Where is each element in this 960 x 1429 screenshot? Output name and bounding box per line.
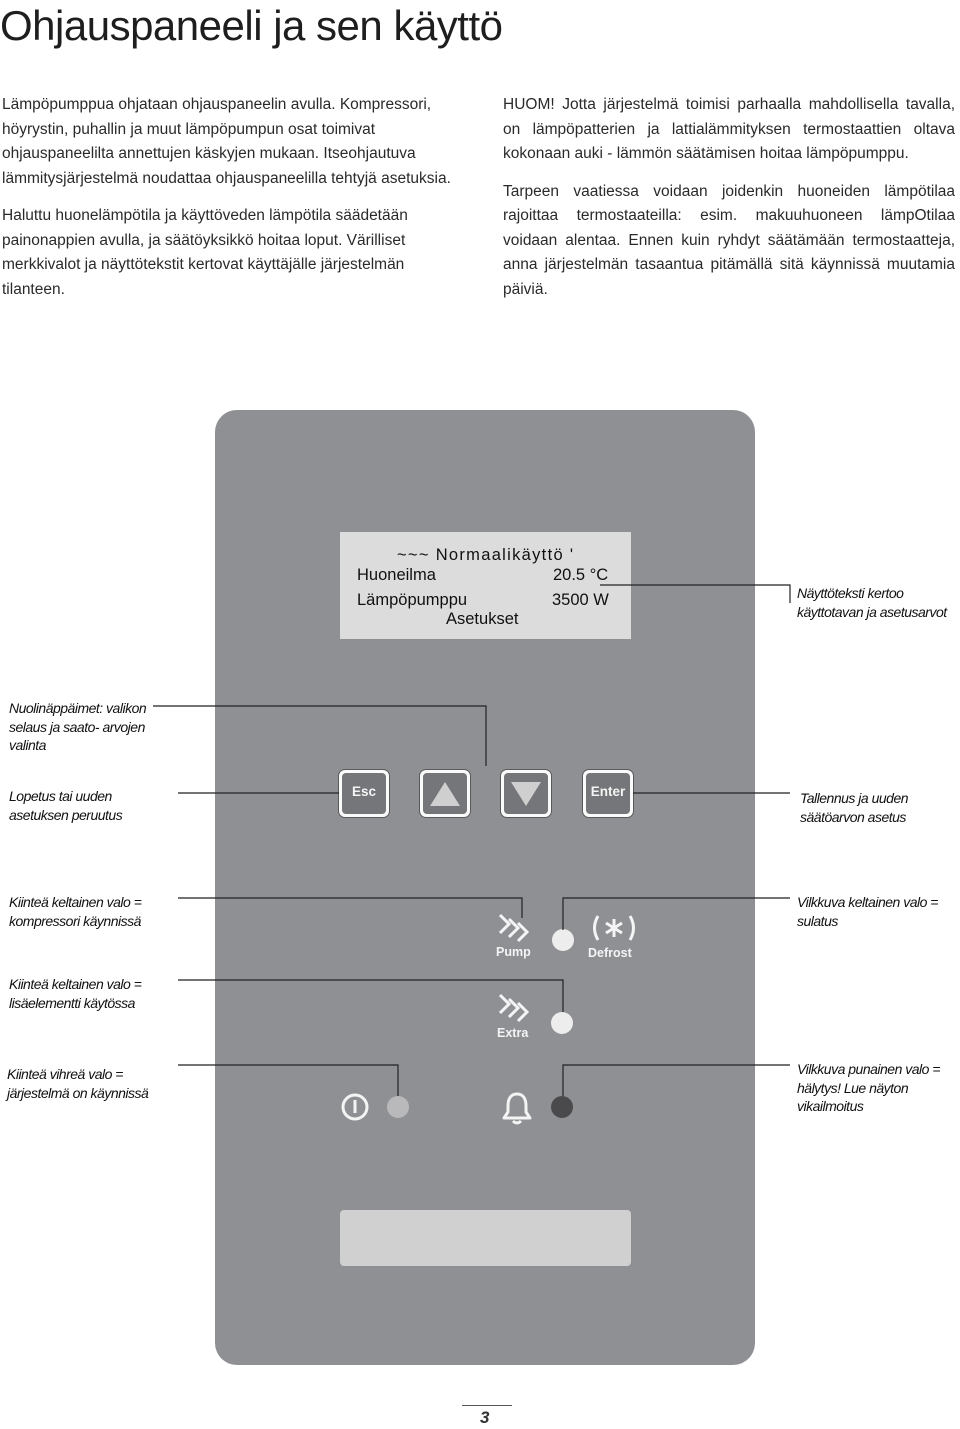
display-settings-text: Asetukset xyxy=(446,610,519,628)
intro-left-column: Lämpöpumppua ohjataan ohjauspaneelin avu… xyxy=(2,93,462,315)
extra-led xyxy=(551,1012,573,1034)
annotation-display-text: Näyttöteksti kertoo käyttotavan ja asetu… xyxy=(797,585,947,620)
pump-led xyxy=(552,929,574,951)
pump-heat-icon xyxy=(498,913,530,943)
defrost-label: Defrost xyxy=(588,946,632,960)
down-arrow-icon xyxy=(511,781,541,806)
annotation-esc-key: Lopetus tai uuden asetuksen peruutus xyxy=(9,788,123,823)
display-pump-label: Lämpöpumppu xyxy=(357,591,468,609)
footer-rule xyxy=(462,1405,512,1406)
alarm-led xyxy=(551,1096,573,1118)
up-button[interactable] xyxy=(420,770,470,817)
display-pump-value: 3500 W xyxy=(552,591,609,609)
note-paragraph-2: Tarpeen vaatiessa voidaan joidenkin huon… xyxy=(503,182,955,298)
down-button[interactable] xyxy=(501,770,551,817)
extra-heat-icon xyxy=(498,993,530,1023)
annotation-pump-led: Kiinteä keltainen valo = kompressori käy… xyxy=(9,894,142,929)
secondary-display xyxy=(340,1210,631,1266)
panel-display: ~~~ Normaalikäyttö ' Huoneilma 20.5 °C L… xyxy=(340,532,631,639)
display-room-value: 20.5 °C xyxy=(553,566,609,584)
page-number: 3 xyxy=(480,1408,490,1427)
defrost-snowflake-icon xyxy=(593,915,635,941)
enter-button-label: Enter xyxy=(590,784,626,799)
bell-icon xyxy=(502,1092,532,1125)
annotation-arrow-keys: Nuolinäppäimet: valikon selaus ja saato-… xyxy=(9,700,147,753)
intro-right-column: HUOM! Jotta järjestelmä toimisi parhaall… xyxy=(503,93,955,315)
note-paragraph-1: HUOM! Jotta järjestelmä toimisi parhaall… xyxy=(503,96,955,162)
intro-paragraph-1: Lämpöpumppua ohjataan ohjauspaneelin avu… xyxy=(2,96,451,187)
display-room-label: Huoneilma xyxy=(357,566,436,584)
power-led xyxy=(387,1096,409,1118)
pump-label: Pump xyxy=(496,945,531,959)
annotation-enter-key: Tallennus ja uuden säätöarvon asetus xyxy=(800,790,909,825)
extra-label: Extra xyxy=(497,1026,529,1040)
up-arrow-icon xyxy=(430,781,460,806)
esc-button-label: Esc xyxy=(351,784,377,799)
esc-button[interactable]: Esc xyxy=(339,770,389,817)
annotation-extra-led: Kiinteä keltainen valo = lisäelementti k… xyxy=(9,976,142,1011)
annotation-power-led: Kiinteä vihreä valo = järjestelmä on käy… xyxy=(7,1066,149,1101)
page-title: Ohjauspaneeli ja sen käyttö xyxy=(0,2,503,49)
intro-paragraph-2: Haluttu huonelämpötila ja käyttöveden lä… xyxy=(2,207,408,298)
annotation-alarm-led: Vilkkuva punainen valo = hälytys! Lue nä… xyxy=(797,1061,941,1114)
enter-button[interactable]: Enter xyxy=(583,770,633,817)
annotation-defrost-led: Vilkkuva keltainen valo = sulatus xyxy=(797,894,938,929)
power-icon xyxy=(341,1093,369,1121)
display-mode-text: ~~~ Normaalikäyttö ' xyxy=(397,546,575,564)
